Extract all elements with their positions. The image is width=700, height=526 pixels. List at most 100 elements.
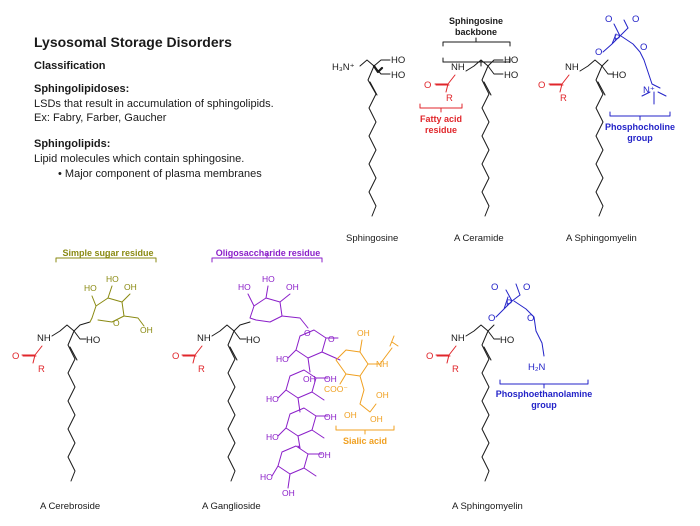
phosphoethanolamine-p: P bbox=[506, 298, 512, 309]
caption-ceramide: A Ceramide bbox=[454, 233, 504, 244]
ganglioside-oligosaccharide-chain bbox=[247, 285, 341, 489]
sialic-nh: NH bbox=[376, 359, 388, 369]
page-title: Lysosomal Storage Disorders bbox=[34, 34, 232, 50]
ganglioside-nh: NH bbox=[197, 333, 211, 344]
sphingosine-backbone-bracket bbox=[442, 37, 511, 47]
glucose-oh-1: HO bbox=[84, 283, 97, 293]
phosphocholine-group bbox=[602, 19, 667, 105]
sialic-acid-bracket bbox=[335, 425, 395, 435]
sialic-oh-4: OH bbox=[344, 410, 357, 420]
oligo-oh-6: OH bbox=[282, 488, 295, 498]
label-phosphocholine-line2: group bbox=[627, 133, 653, 143]
sialic-oh-3: OH bbox=[370, 414, 383, 424]
ceramide-nh: NH bbox=[451, 62, 465, 73]
sphingosine-structure bbox=[359, 59, 391, 217]
glucose-oh-4: OH bbox=[140, 325, 153, 335]
sphingolipidoses-definition: LSDs that result in accumulation of sphi… bbox=[34, 98, 274, 110]
classification-heading: Classification bbox=[34, 60, 106, 72]
sphingomyelin-bottom-fatty-acid bbox=[435, 345, 457, 364]
ceramide-ho-bottom: HO bbox=[504, 70, 518, 81]
label-sphingosine-backbone-line1: Sphingosine bbox=[449, 16, 503, 26]
label-phosphocholine-line1: Phosphocholine bbox=[605, 122, 675, 132]
caption-sphingomyelin-top: A Sphingomyelin bbox=[566, 233, 637, 244]
oligo-oh-3: OH bbox=[324, 374, 337, 384]
phosphoethanolamine-group bbox=[495, 283, 545, 357]
phosphoethanolamine-o-right: O bbox=[527, 313, 534, 324]
oligo-oh-1: OH bbox=[286, 282, 299, 292]
phosphocholine-o-top-left: O bbox=[605, 14, 612, 25]
label-phosphoethanolamine-line2: group bbox=[531, 400, 557, 410]
glucose-oh-3: OH bbox=[124, 282, 137, 292]
phosphocholine-o-top-right: O bbox=[632, 14, 639, 25]
fatty-acid-bracket bbox=[419, 103, 463, 113]
sphingomyelin-top-r: R bbox=[560, 93, 567, 104]
sphingolipids-bullet: • Major component of plasma membranes bbox=[58, 168, 262, 180]
sphingomyelin-top-fatty-acid bbox=[548, 74, 570, 93]
phosphoethanolamine-o-top-left: O bbox=[491, 282, 498, 293]
ganglioside-r: R bbox=[198, 364, 205, 375]
sphingomyelin-bottom-r: R bbox=[452, 364, 459, 375]
label-fatty-acid-line2: residue bbox=[425, 125, 457, 135]
cerebroside-backbone bbox=[51, 321, 91, 482]
label-sphingosine-backbone-line2: backbone bbox=[455, 27, 497, 37]
ceramide-carbonyl-o: O bbox=[424, 80, 431, 91]
sphingosine-ho-bottom: HO bbox=[391, 70, 405, 81]
oligo-ho-2: HO bbox=[262, 274, 275, 284]
oligo-oh-4: OH bbox=[324, 412, 337, 422]
phosphoethanolamine-o-top-right: O bbox=[523, 282, 530, 293]
phosphocholine-n: N⁺ bbox=[643, 85, 655, 96]
oligo-o-1: O bbox=[304, 328, 311, 338]
cerebroside-r: R bbox=[38, 364, 45, 375]
sphingomyelin-top-ho: HO bbox=[612, 70, 626, 81]
sphingomyelin-bottom-ho: HO bbox=[500, 335, 514, 346]
cerebroside-glucose-ring bbox=[89, 285, 145, 327]
cerebroside-carbonyl-o: O bbox=[12, 351, 19, 362]
label-phosphoethanolamine-line1: Phosphoethanolamine bbox=[496, 389, 593, 399]
oligo-ho-4: HO bbox=[266, 394, 279, 404]
ganglioside-backbone bbox=[211, 321, 251, 482]
phosphocholine-o-right: O bbox=[640, 42, 647, 53]
sphingolipidoses-heading: Sphingolipidoses: bbox=[34, 83, 130, 95]
ceramide-r: R bbox=[446, 93, 453, 104]
oligo-o-2: O bbox=[328, 334, 335, 344]
ganglioside-carbonyl-o: O bbox=[172, 351, 179, 362]
sphingomyelin-top-backbone bbox=[579, 59, 614, 217]
oligo-oh-2: OH bbox=[303, 374, 316, 384]
phosphocholine-p: P bbox=[614, 33, 620, 44]
oligo-oh-5: OH bbox=[318, 450, 331, 460]
sphingomyelin-top-ester-o: O bbox=[595, 47, 602, 58]
sphingomyelin-top-nh: NH bbox=[565, 62, 579, 73]
ceramide-fatty-acid bbox=[434, 74, 456, 93]
oligo-ho-3: HO bbox=[276, 354, 289, 364]
sphingomyelin-top-carbonyl-o: O bbox=[538, 80, 545, 91]
cerebroside-fatty-acid bbox=[21, 345, 43, 364]
label-simple-sugar: Simple sugar residue bbox=[62, 248, 153, 258]
cerebroside-nh: NH bbox=[37, 333, 51, 344]
sphingolipids-heading: Sphingolipids: bbox=[34, 138, 111, 150]
caption-cerebroside: A Cerebroside bbox=[40, 501, 100, 512]
ceramide-ho-top: HO bbox=[504, 55, 518, 66]
caption-sphingomyelin-bottom: A Sphingomyelin bbox=[452, 501, 523, 512]
oligo-ho-5: HO bbox=[266, 432, 279, 442]
sphingomyelin-bottom-ester-o: O bbox=[488, 313, 495, 324]
ganglioside-ho: HO bbox=[246, 335, 260, 346]
sphingosine-ho-top: HO bbox=[391, 55, 405, 66]
cerebroside-ho: HO bbox=[86, 335, 100, 346]
sphingomyelin-bottom-nh: NH bbox=[451, 333, 465, 344]
label-sialic-acid: Sialic acid bbox=[343, 436, 387, 446]
glucose-ring-o: O bbox=[113, 318, 120, 328]
label-fatty-acid-line1: Fatty acid bbox=[420, 114, 462, 124]
sialic-coo: COO⁻ bbox=[324, 384, 348, 394]
oligo-ho-1: HO bbox=[238, 282, 251, 292]
phosphoethanolamine-bracket bbox=[499, 379, 589, 389]
sphingolipids-definition: Lipid molecules which contain sphingosin… bbox=[34, 153, 245, 165]
ceramide-backbone bbox=[442, 57, 511, 217]
phosphocholine-bracket bbox=[609, 111, 671, 121]
sphingomyelin-bottom-carbonyl-o: O bbox=[426, 351, 433, 362]
sphingomyelin-bottom-backbone bbox=[465, 324, 501, 482]
caption-ganglioside: A Ganglioside bbox=[202, 501, 261, 512]
sialic-oh-2: OH bbox=[376, 390, 389, 400]
sialic-acid bbox=[335, 335, 399, 413]
sphingolipidoses-examples: Ex: Fabry, Farber, Gaucher bbox=[34, 112, 167, 124]
